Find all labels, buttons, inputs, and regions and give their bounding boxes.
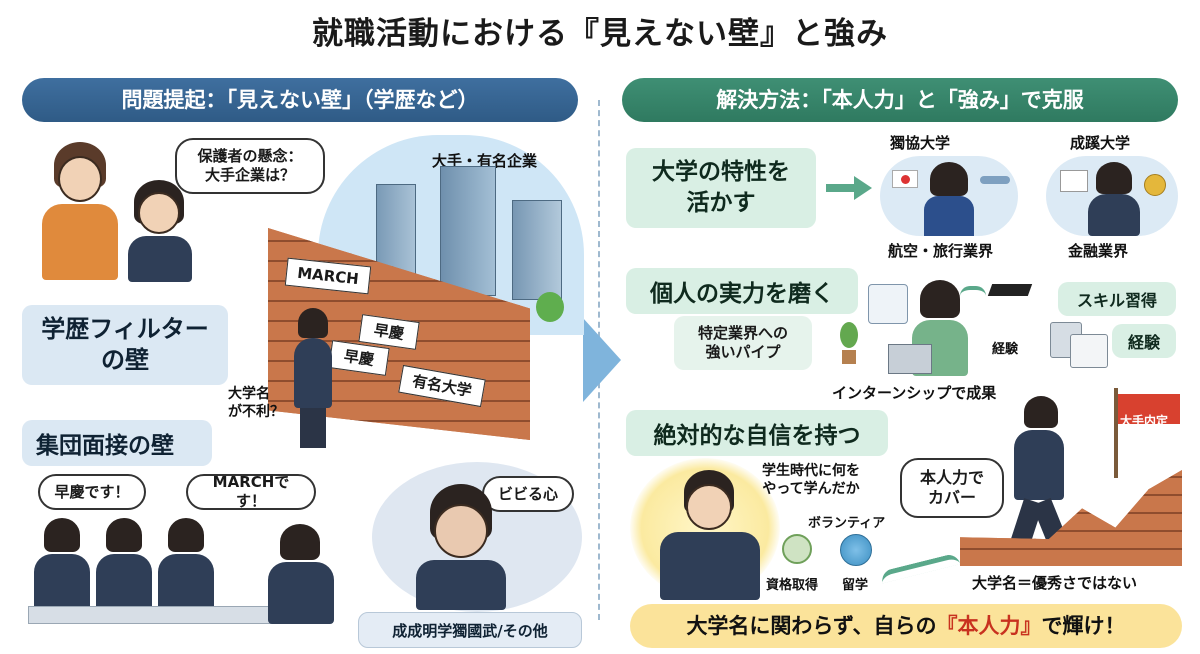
left-header: 問題提起：「見えない壁」（学歴など） xyxy=(22,78,578,122)
transition-arrow-icon xyxy=(583,318,621,402)
dollar-coin-icon xyxy=(1144,174,1166,196)
footer-banner: 大学名に関わらず、自らの『本人力』で輝け！ xyxy=(630,604,1182,648)
parent-figure xyxy=(40,142,120,282)
volunteer-label: ボランティア xyxy=(808,516,886,531)
building-2 xyxy=(440,166,496,296)
seikei-label: 成蹊大学 xyxy=(1070,134,1131,152)
dokkyo-label: 獨協大学 xyxy=(890,134,951,152)
internship-label: インターンシップで成果 xyxy=(832,384,997,402)
plant-icon xyxy=(838,322,860,366)
industry-pipe-box: 特定業界への 強いパイプ xyxy=(674,316,812,370)
skill-acquisition-box: スキル習得 xyxy=(1058,282,1176,316)
concern-bubble: 保護者の懸念： 大手企業は？ xyxy=(175,138,325,194)
disadvantage-label: 大学名 が不利？ xyxy=(228,386,284,421)
page-title: 就職活動における『見えない壁』と強み xyxy=(312,16,888,52)
scared-student xyxy=(416,484,506,610)
flag-label: 大手内定 xyxy=(1120,414,1169,428)
study-abroad-label: 留学 xyxy=(842,578,869,593)
cover-bubble: 本人力で カバー xyxy=(900,458,1004,518)
aviation-label: 航空・旅行業界 xyxy=(888,242,994,260)
graduation-cap-icon xyxy=(987,280,1033,304)
japan-flag-icon xyxy=(892,170,918,188)
flag-icon xyxy=(1110,388,1180,478)
right-header: 解決方法：「本人力」と「強み」で克服 xyxy=(622,78,1178,122)
academic-filter-box: 学歴フィルター の壁 xyxy=(22,305,228,385)
scared-bubble: ビビる心 xyxy=(482,476,574,512)
aviation-illustration xyxy=(880,156,1018,236)
student-figure-worried xyxy=(128,180,192,282)
other-universities-box: 成成明学獨國武/その他 xyxy=(358,612,582,648)
climbing-student xyxy=(1000,396,1080,556)
march-bubble: MARCHです！ xyxy=(186,473,316,510)
confident-student xyxy=(650,470,770,600)
footer-highlight: 『本人力』 xyxy=(936,614,1042,638)
upward-arrow-icon xyxy=(879,552,961,584)
globe-icon xyxy=(840,534,872,566)
student-at-wall xyxy=(294,308,332,448)
skill-polish-box: 個人の実力を磨く xyxy=(626,268,858,314)
finance-label: 金融業界 xyxy=(1068,242,1129,260)
medal-icon xyxy=(782,534,812,564)
companies-label: 大手・有名企業 xyxy=(432,152,538,170)
waseda-bubble: 早慶です！ xyxy=(38,474,146,510)
confidence-box: 絶対的な自信を持つ xyxy=(626,410,888,456)
airplane-icon xyxy=(980,176,1010,184)
group-interview-box: 集団面接の壁 xyxy=(22,420,212,466)
certificate-icon xyxy=(1070,334,1108,368)
not-excellent-label: 大学名＝優秀さではない xyxy=(968,572,1142,593)
laptop-icon xyxy=(888,344,932,374)
building-3 xyxy=(512,200,562,300)
experience-box: 経験 xyxy=(1112,324,1176,358)
university-traits-box: 大学の特性を 活かす xyxy=(626,148,816,228)
arrow-row1-icon xyxy=(826,176,872,200)
footer-prefix: 大学名に関わらず、自らの xyxy=(686,614,937,638)
experience-label-small: 経験 xyxy=(992,342,1019,357)
interview-candidates xyxy=(28,514,348,634)
tree-icon xyxy=(536,292,564,322)
student-life-label: 学生時代に何を やって学んだか xyxy=(762,463,860,498)
footer-suffix: で輝け！ xyxy=(1041,614,1126,638)
finance-illustration xyxy=(1046,156,1178,236)
qualification-label: 資格取得 xyxy=(766,578,819,593)
curved-arrow-icon xyxy=(960,286,986,296)
internship-student xyxy=(868,280,968,380)
